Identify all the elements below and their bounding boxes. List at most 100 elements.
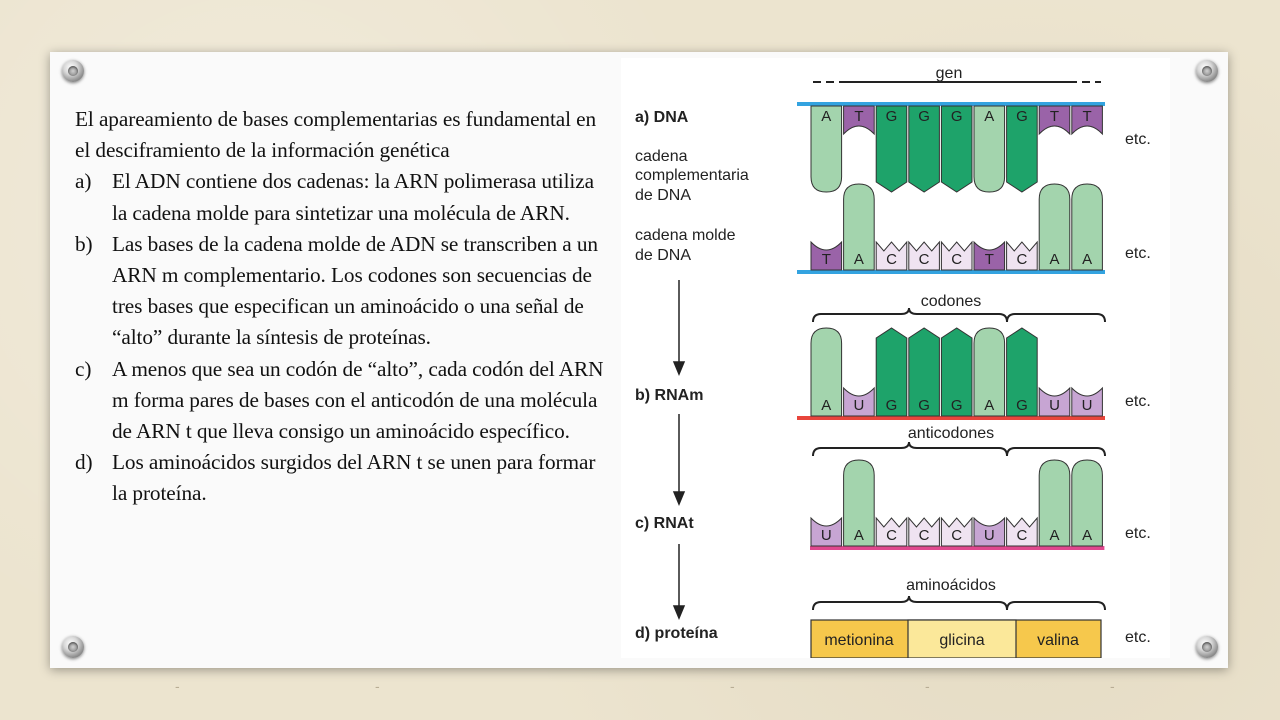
dna-bottom-letter: C [886,251,897,268]
mrna-letter: A [821,397,831,414]
explanation-list: a)El ADN contiene dos cadenas: la ARN po… [75,166,605,509]
pin-top-left [62,60,84,82]
dna-top-letter: T [1083,108,1092,125]
trna-label: c) RNAt [635,515,694,532]
dna-top-backbone [797,102,1105,106]
list-marker: c) [75,356,92,381]
dna-bottom-letter: A [854,251,864,268]
etc-label: etc. [1125,393,1151,410]
trna-backbone [1005,546,1105,550]
dna-top-block-t [1071,105,1103,136]
trna-backbone [907,546,1007,550]
trna-block-c [908,516,940,547]
protein-label: d) proteína [635,625,718,642]
mrna-block-g [940,327,973,417]
dna-bottom-block-t [810,240,843,271]
trna-block-u [810,516,843,547]
complementary-label-1: cadena [635,148,688,165]
slide-text: El apareamiento de bases complementarias… [75,104,605,510]
etc-label: etc. [1125,629,1151,646]
list-item-b: b)Las bases de la cadena molde de ADN se… [75,229,605,354]
trna-block-c [940,516,973,547]
trna-block-a [1071,459,1103,547]
arrow-head [672,491,686,506]
list-item-a: a)El ADN contiene dos cadenas: la ARN po… [75,166,605,228]
anticodon-brace [1006,447,1106,457]
dna-top-block-t [1038,105,1071,136]
trna-block-c [1006,516,1038,547]
mrna-letter: G [951,397,963,414]
trna-block-u [973,516,1006,547]
list-marker: a) [75,169,92,194]
dna-bottom-letter: T [822,251,831,268]
dna-bottom-block-c [940,240,973,271]
amino-brace [1006,601,1106,611]
list-item-text: A menos que sea un codón de “alto”, cada… [112,356,604,444]
dna-top-letter: T [854,108,863,125]
mrna-block-g [908,327,940,417]
trna-block-a [843,459,875,547]
pin-bottom-right [1196,636,1218,658]
diagram-svg: gen a) DNA cadena complementaria de DNA … [635,65,1151,659]
trna-letter: C [886,527,897,544]
decor-dash: - [925,678,930,694]
intro-paragraph: El apareamiento de bases complementarias… [75,107,597,163]
dna-bottom-letter: T [985,251,994,268]
dna-top-block-g [875,105,908,193]
codon-brace [812,307,1008,323]
dna-top-letter: A [821,108,831,125]
dna-top-block-g [908,105,940,193]
list-item-text: Las bases de la cadena molde de ADN se t… [112,231,598,350]
dna-top-letter: T [1050,108,1059,125]
codons-label: codones [921,293,982,310]
arrow-head [672,605,686,620]
etc-label: etc. [1125,245,1151,262]
list-item-text: Los aminoácidos surgidos del ARN t se un… [112,450,596,506]
template-label-1: cadena molde [635,227,736,244]
flow-arrows [672,280,686,620]
trna-letter: A [854,527,864,544]
dna-bottom-block-c [1006,240,1038,271]
complementary-label-3: de DNA [635,187,691,204]
trna-letter: C [1016,527,1027,544]
dna-top-letter: A [984,108,994,125]
decor-dash: - [175,678,180,694]
pin-top-right [1196,60,1218,82]
mrna-letter: U [1049,397,1060,414]
dna-bottom-block-a [843,183,875,271]
mrna-letter: U [1082,397,1093,414]
dna-top-letter: G [951,108,963,125]
braces [812,307,1106,611]
trna-backbone [810,546,909,550]
dna-top-block-g [1006,105,1038,193]
mrna-block-g [1006,327,1038,417]
list-item-d: d)Los aminoácidos surgidos del ARN t se … [75,447,605,509]
dna-top-block-g [940,105,973,193]
mrna-block-u [843,386,875,417]
dna-top-block-a [973,105,1006,193]
dna-bottom-block-t [973,240,1006,271]
dna-bottom-block-a [1071,183,1103,271]
anticodons-label: anticodones [908,425,994,442]
trna-letter: C [919,527,930,544]
mrna-backbone [797,416,1105,420]
dna-top-letter: G [1016,108,1028,125]
trna-letter: U [821,527,832,544]
genetic-code-diagram: gen a) DNA cadena complementaria de DNA … [621,58,1170,659]
trna-block-c [875,516,908,547]
list-item-c: c) A menos que sea un codón de “alto”, ca… [75,354,605,448]
mrna-label: b) RNAm [635,387,703,404]
mrna-letter: A [984,397,994,414]
decor-dash: - [375,678,380,694]
dna-top-block-t [843,105,875,136]
mrna-letter: U [853,397,864,414]
trna-letter: U [984,527,995,544]
etc-label: etc. [1125,525,1151,542]
mrna-block-u [1038,386,1071,417]
template-label-2: de DNA [635,247,691,264]
mrna-block-a [810,327,843,417]
dna-label: a) DNA [635,109,689,126]
aminoacids-label: aminoácidos [906,577,996,594]
